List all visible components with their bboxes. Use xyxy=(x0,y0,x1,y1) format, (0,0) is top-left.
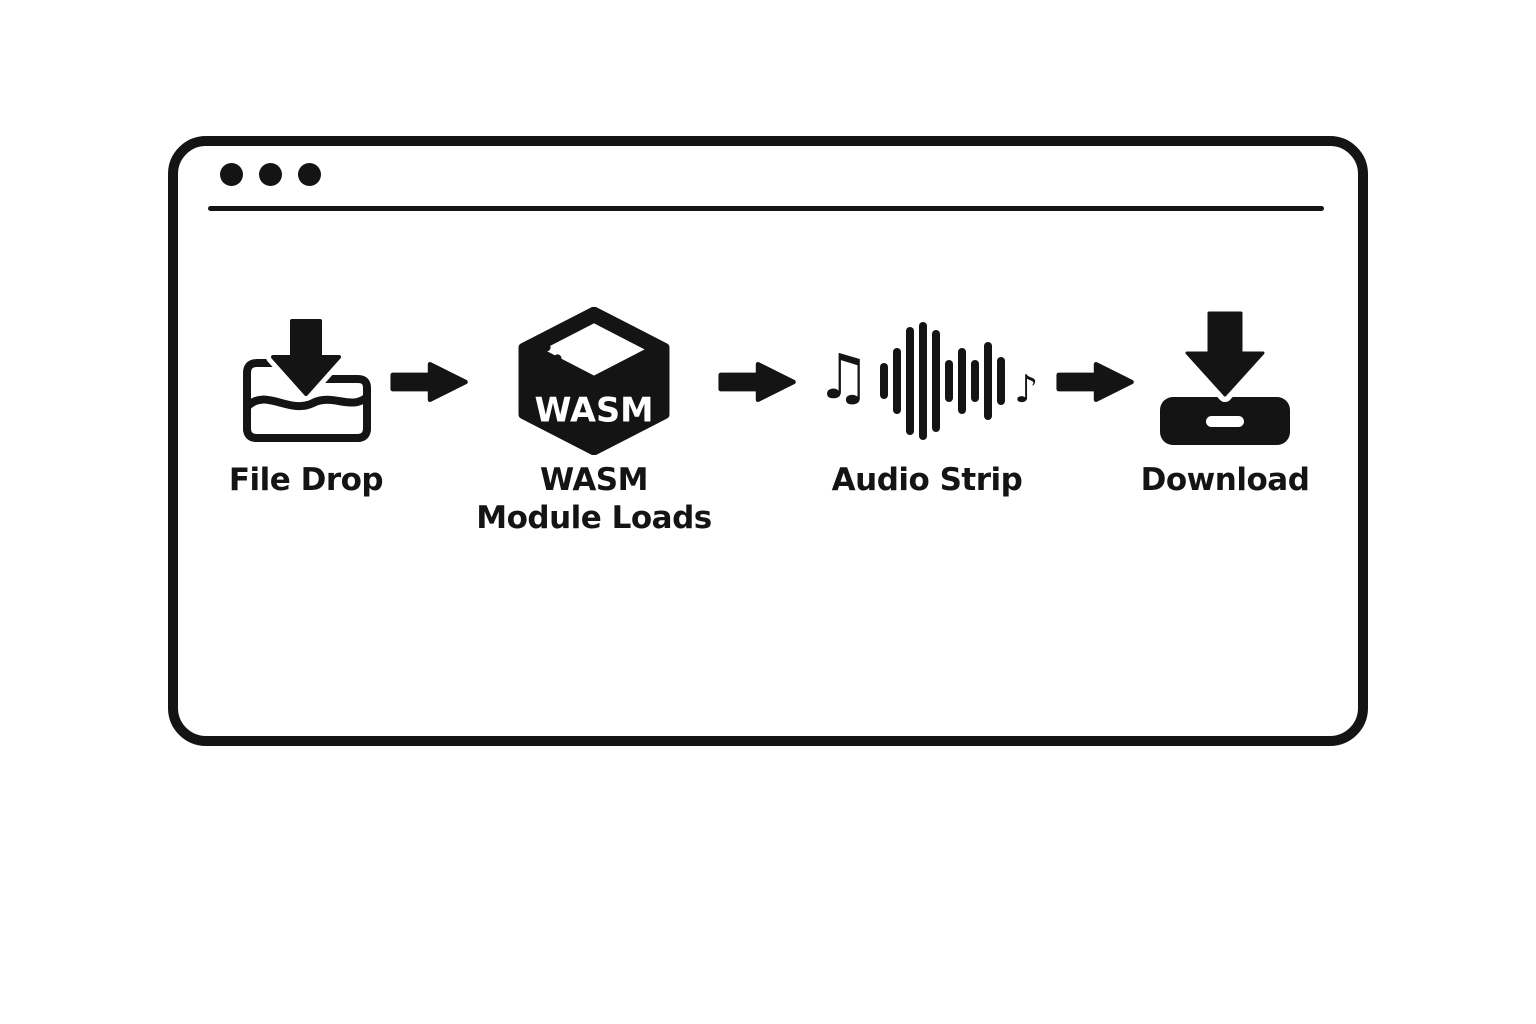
step-file-drop: File Drop xyxy=(226,306,386,500)
cube-sparkle-dot xyxy=(553,354,562,363)
step-label-file-drop: File Drop xyxy=(228,462,384,498)
window-dot xyxy=(259,163,282,186)
step-label-audio-strip: Audio Strip xyxy=(831,462,1023,498)
arrow-right-shape xyxy=(390,362,468,402)
window-dot xyxy=(298,163,321,186)
browser-window: File Drop WASM WASM Module Loads xyxy=(168,136,1368,746)
arrow-right-icon xyxy=(718,362,796,402)
wasm-cube-icon: WASM xyxy=(518,307,670,455)
file-drop-icon-box xyxy=(231,306,381,456)
titlebar-divider xyxy=(208,206,1324,211)
step-download: Download xyxy=(1140,306,1310,500)
flow-diagram: File Drop WASM WASM Module Loads xyxy=(178,306,1358,538)
download-tray-icon xyxy=(1160,311,1290,445)
drop-arrow xyxy=(271,319,341,396)
music-note-right-icon: ♪ xyxy=(1014,367,1039,411)
folder-front-wave xyxy=(243,393,371,442)
download-arrow xyxy=(1185,311,1265,397)
download-icon-box xyxy=(1150,306,1300,456)
audio-waveform-icon: ♫ ♪ xyxy=(815,316,1039,446)
window-dot xyxy=(220,163,243,186)
download-tray-slot xyxy=(1206,416,1244,427)
step-wasm-module: WASM WASM Module Loads xyxy=(474,306,714,538)
wasm-icon-box: WASM xyxy=(515,306,673,456)
arrow-right-icon xyxy=(390,362,468,402)
step-label-download: Download xyxy=(1140,462,1310,498)
step-audio-strip: ♫ ♪ Audio Strip xyxy=(802,306,1052,500)
folder-file-drop-icon xyxy=(243,317,371,442)
step-label-wasm-module: WASM Module Loads xyxy=(476,462,712,536)
arrow-right-shape xyxy=(718,362,796,402)
audio-icon-box: ♫ ♪ xyxy=(815,306,1039,456)
cube-top-face xyxy=(530,314,658,384)
arrow-right-shape xyxy=(1056,362,1134,402)
music-note-left-icon: ♫ xyxy=(815,340,872,413)
wasm-cube-label: WASM xyxy=(535,390,654,429)
cube-sparkle-dot xyxy=(542,343,551,352)
waveform-bars xyxy=(880,316,1006,446)
arrow-right-icon xyxy=(1056,362,1134,402)
window-titlebar xyxy=(178,146,1358,186)
